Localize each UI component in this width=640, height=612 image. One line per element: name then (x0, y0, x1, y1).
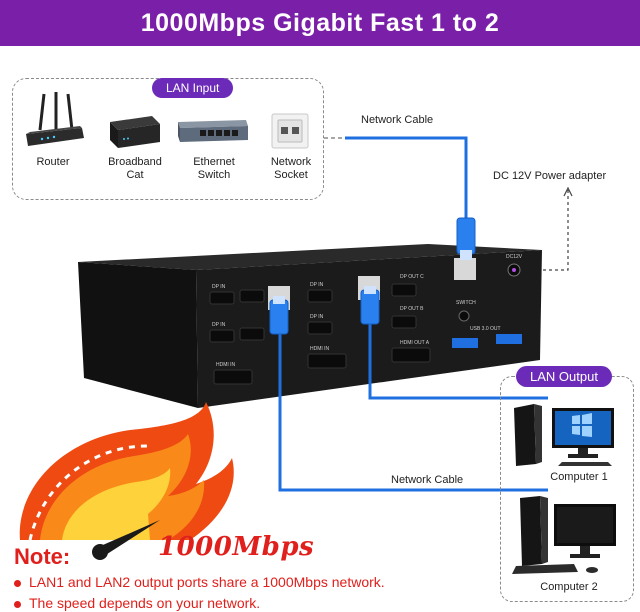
bullet-icon (14, 579, 21, 587)
svg-text:DP OUT C: DP OUT C (400, 274, 424, 280)
svg-text:SWITCH: SWITCH (456, 300, 476, 306)
svg-text:HDMI OUT A: HDMI OUT A (400, 340, 430, 346)
device-label-broadband-cat: Broadband Cat (108, 156, 162, 181)
lan-output-label: LAN Output (516, 366, 612, 387)
note-item-text: LAN1 and LAN2 output ports share a 1000M… (29, 574, 385, 590)
svg-text:DP IN: DP IN (310, 282, 324, 288)
svg-text:DC12V: DC12V (506, 254, 523, 260)
svg-text:DP IN: DP IN (310, 314, 324, 320)
device-label-router: Router (36, 156, 70, 168)
speed-label: 1000Mbps (158, 532, 315, 562)
note-item-text: The speed depends on your network. (29, 595, 261, 611)
banner-title: 1000Mbps Gigabit Fast 1 to 2 (140, 8, 500, 37)
device-label-computer-2: Computer 2 (540, 581, 598, 593)
bullet-icon (14, 600, 21, 608)
device-label-computer-1: Computer 1 (550, 471, 608, 483)
device-label-ethernet-switch: Ethernet Switch (193, 156, 235, 181)
note-title: Note: (14, 544, 71, 569)
speedometer-flame-icon (19, 402, 234, 560)
network-cable-caption-top: Network Cable (361, 114, 434, 126)
svg-text:HDMI IN: HDMI IN (310, 346, 330, 352)
svg-text:DP IN: DP IN (212, 322, 226, 328)
svg-text:DP OUT B: DP OUT B (400, 306, 424, 312)
note-item-1: LAN1 and LAN2 output ports share a 1000M… (14, 574, 385, 590)
lan-input-label: LAN Input (152, 78, 234, 98)
desktop-computer-icon (512, 496, 616, 574)
network-socket-icon (271, 113, 309, 149)
broadband-cat-icon (110, 116, 160, 148)
ethernet-switch-icon (178, 120, 248, 142)
svg-text:HDMI IN: HDMI IN (216, 362, 236, 368)
title-banner: 1000Mbps Gigabit Fast 1 to 2 (0, 0, 640, 46)
network-cable-caption-bottom: Network Cable (391, 474, 464, 486)
power-adapter-caption: DC 12V Power adapter (493, 170, 607, 182)
router-icon (26, 92, 84, 146)
desktop-computer-icon (514, 404, 614, 466)
svg-text:DP IN: DP IN (212, 284, 226, 290)
svg-text:USB 3.0 OUT: USB 3.0 OUT (470, 326, 501, 332)
device-label-network-socket: Network Socket (270, 156, 312, 181)
note-item-2: The speed depends on your network. (14, 595, 260, 611)
